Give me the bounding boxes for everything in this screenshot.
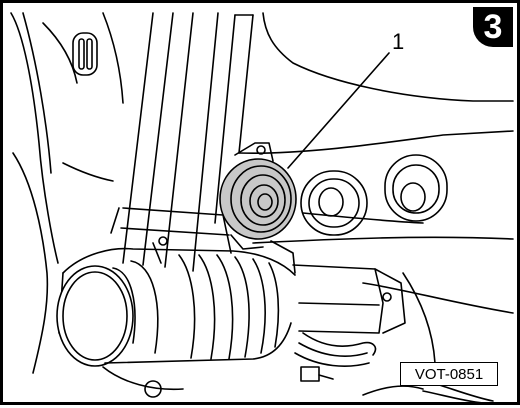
wiring-harness xyxy=(294,332,494,404)
reference-code-label: VOT-0851 xyxy=(400,362,498,386)
callout-leader-line xyxy=(287,52,390,169)
panel-mounting-holes xyxy=(300,154,448,236)
callout-number-1: 1 xyxy=(392,29,405,54)
step-number-badge: 3 xyxy=(473,7,513,47)
trailer-socket xyxy=(56,247,296,398)
mounting-bracket xyxy=(110,207,296,274)
vertical-pillar xyxy=(122,12,254,272)
left-frame-panel xyxy=(10,12,124,374)
connector-housing xyxy=(292,264,406,334)
buzzer-component xyxy=(219,142,297,250)
technical-illustration xyxy=(10,12,514,404)
